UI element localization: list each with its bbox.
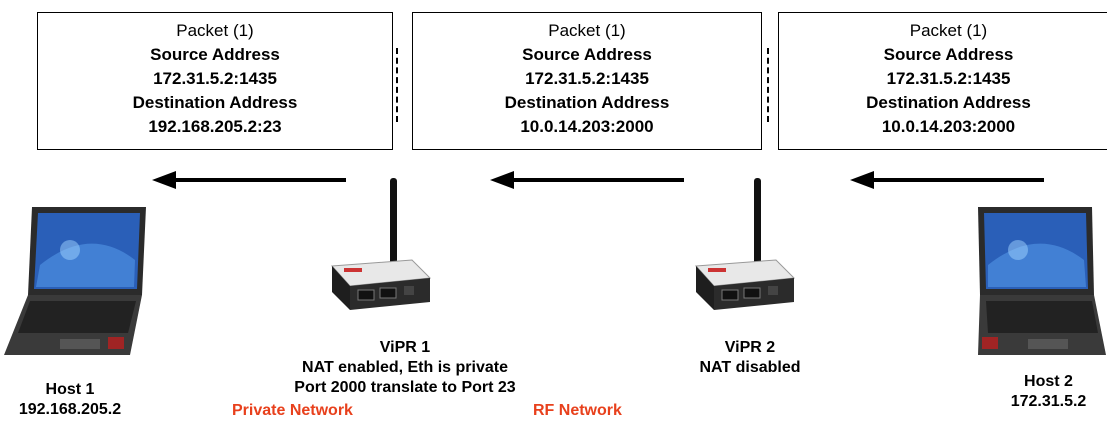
host2-label: Host 2 172.31.5.2	[990, 372, 1107, 412]
source-address-label: Source Address	[150, 45, 280, 64]
source-address-value: 172.31.5.2:1435	[525, 69, 649, 88]
host1-ip: 192.168.205.2	[18, 401, 122, 418]
destination-address-label: Destination Address	[866, 93, 1031, 112]
destination-address-label: Destination Address	[132, 93, 298, 112]
destination-address-value: 192.168.205.2:23	[148, 117, 282, 136]
laptop-icon	[978, 207, 1106, 355]
vipr2-name: ViPR 2	[724, 339, 776, 356]
packet-box-2: Packet (1) Source Address 172.31.5.2:143…	[412, 12, 762, 150]
vipr1-line2: Port 2000 translate to Port 23	[294, 379, 516, 396]
host2-ip: 172.31.5.2	[1010, 393, 1087, 410]
host1-name: Host 1	[45, 381, 95, 398]
packet-box-1: Packet (1) Source Address 172.31.5.2:143…	[37, 12, 393, 150]
source-address-value: 172.31.5.2:1435	[886, 69, 1011, 88]
source-address-label: Source Address	[522, 45, 652, 64]
source-address-label: Source Address	[883, 45, 1014, 64]
router-icon	[330, 178, 432, 310]
separator-dashed-2	[767, 48, 769, 122]
rf-network-label: RF Network	[533, 402, 622, 419]
packet-box-3: Packet (1) Source Address 172.31.5.2:143…	[778, 12, 1107, 150]
separator-dashed-1	[396, 48, 398, 122]
left-arrow-icon	[850, 171, 1044, 189]
vipr1-line1: NAT enabled, Eth is private	[302, 359, 508, 376]
vipr1-name: ViPR 1	[379, 339, 431, 356]
packet-title: Packet (1)	[909, 21, 988, 40]
router-icon	[694, 178, 796, 310]
packet-title: Packet (1)	[548, 21, 626, 40]
left-arrow-icon	[152, 171, 346, 189]
packet-title: Packet (1)	[176, 21, 254, 40]
vipr2-line1: NAT disabled	[699, 359, 801, 376]
destination-address-value: 10.0.14.203:2000	[881, 117, 1016, 136]
private-network-label: Private Network	[232, 402, 353, 419]
source-address-value: 172.31.5.2:1435	[153, 69, 277, 88]
vipr2-label: ViPR 2 NAT disabled	[670, 338, 830, 378]
left-arrow-icon	[490, 171, 684, 189]
host2-name: Host 2	[1024, 373, 1073, 390]
vipr1-label: ViPR 1 NAT enabled, Eth is private Port …	[255, 338, 555, 398]
laptop-icon	[4, 207, 146, 355]
destination-address-label: Destination Address	[504, 93, 670, 112]
host1-label: Host 1 192.168.205.2	[0, 380, 140, 420]
destination-address-value: 10.0.14.203:2000	[520, 117, 654, 136]
